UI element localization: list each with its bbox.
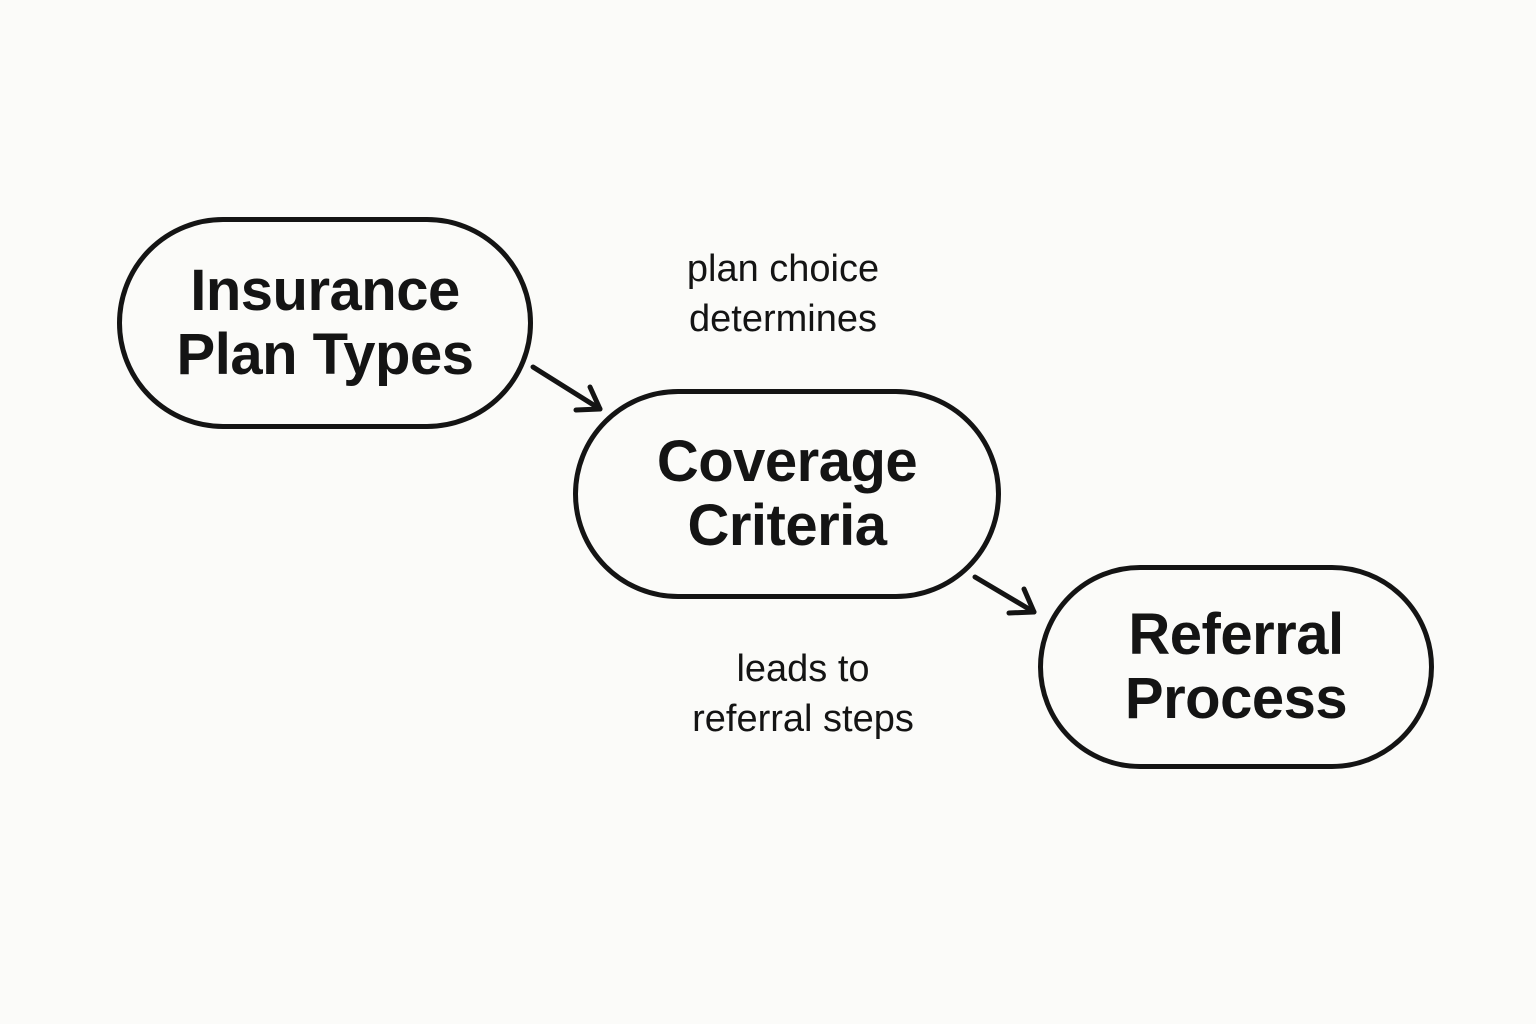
edge-label-line: plan choice (686, 248, 880, 290)
edge-label-line: determines (689, 298, 877, 340)
node-insurance-plan-types: Insurance Plan Types (117, 217, 533, 429)
node-label-line: Coverage (656, 429, 918, 494)
node-label-line: Insurance (190, 258, 460, 323)
edge-label-plan-choice: plan choice determines (640, 244, 926, 344)
edge-label-leads-to: leads to referral steps (660, 644, 946, 744)
edge-label-line: referral steps (692, 698, 914, 740)
arrow-coverage-to-referral (972, 574, 1037, 616)
node-label-line: Process (1124, 666, 1348, 731)
edge-label-line: leads to (736, 648, 870, 690)
node-coverage-criteria: Coverage Criteria (573, 389, 1001, 599)
node-label-line: Plan Types (176, 322, 474, 387)
arrow-plan-to-coverage (530, 364, 603, 413)
node-label-line: Referral (1128, 602, 1344, 667)
node-referral-process: Referral Process (1038, 565, 1434, 769)
node-label-line: Criteria (687, 493, 887, 558)
